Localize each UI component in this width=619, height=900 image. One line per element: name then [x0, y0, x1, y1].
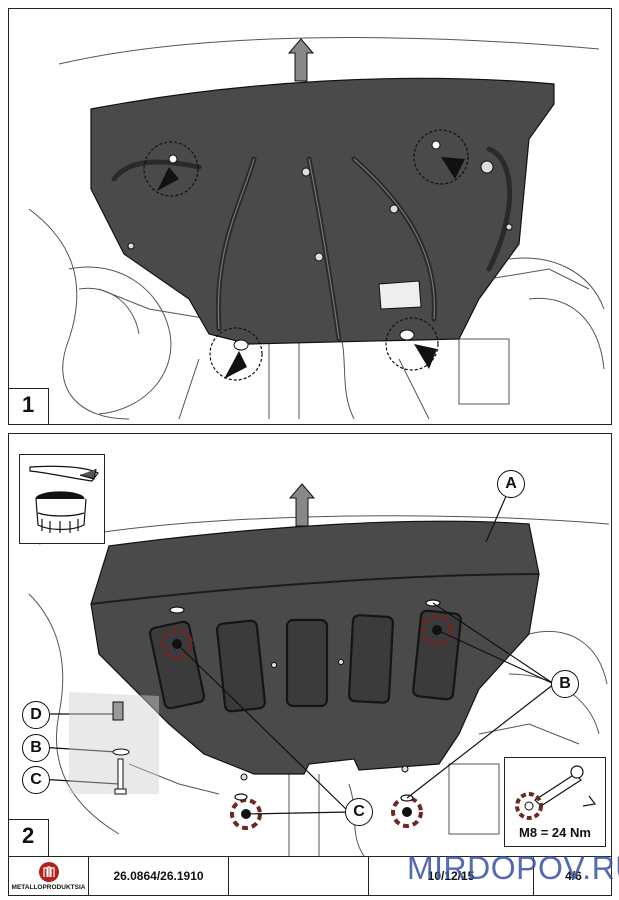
company-logo-icon [38, 862, 59, 882]
step-2-box [9, 819, 49, 856]
part-number: 26.0864/26.1910 [113, 869, 204, 883]
plate-cutout [378, 280, 422, 310]
plate-holes [127, 160, 513, 262]
callout-a: A [497, 470, 525, 498]
torque-spec-box: M8 = 24 Nm [504, 757, 606, 847]
skid-plate-stock [90, 77, 555, 345]
page-number: 4/6 [565, 869, 582, 883]
callout-c-left: C [22, 766, 50, 794]
step-2-number: 2 [22, 823, 35, 848]
panel-2-illustration [28, 483, 610, 856]
wrench-icon [515, 765, 597, 820]
callout-c-bottom: C [345, 798, 373, 826]
revision-date: 10/12/15 [427, 869, 475, 883]
fastener-detail-inset [69, 692, 159, 794]
panel-1-frame [8, 8, 612, 425]
blank-cell [229, 857, 369, 895]
site-watermark: MIRDOPOV.RU [407, 850, 619, 886]
washer-icons [169, 599, 441, 802]
date-cell: 10/12/15 [369, 857, 534, 895]
company-cell: METALLOPRODUKTSIA [9, 857, 89, 895]
fastener-stack-icon [112, 701, 130, 795]
mount-holes [168, 140, 441, 351]
company-name: METALLOPRODUKTSIA [11, 884, 86, 891]
mount-point-highlights [143, 129, 469, 381]
callout-d: D [22, 701, 50, 729]
paint-can-icon [29, 465, 99, 533]
callout-b-right: B [551, 670, 579, 698]
guard-holes [240, 659, 409, 781]
fwd-arrow-icon-2 [288, 483, 316, 527]
step-1-number: 1 [22, 392, 35, 417]
callout-b-left: B [22, 734, 50, 762]
panel-1-illustration [28, 37, 605, 420]
plate-rib-highlights [217, 158, 435, 340]
torque-spec-label: M8 = 24 Nm [519, 825, 591, 840]
fwd-arrow-icon [287, 38, 315, 82]
pointer-arrow-icons [157, 157, 465, 379]
part-number-cell: 26.0864/26.1910 [89, 857, 229, 895]
guard-top-edge [90, 573, 540, 605]
title-block: METALLOPRODUKTSIA 26.0864/26.1910 10/12/… [8, 856, 612, 896]
vehicle-underbody-outline [28, 37, 605, 420]
sealant-inset [19, 454, 105, 544]
page-cell: 4/6 [534, 857, 613, 895]
step-1-box [9, 388, 49, 424]
leader-lines [38, 493, 555, 815]
